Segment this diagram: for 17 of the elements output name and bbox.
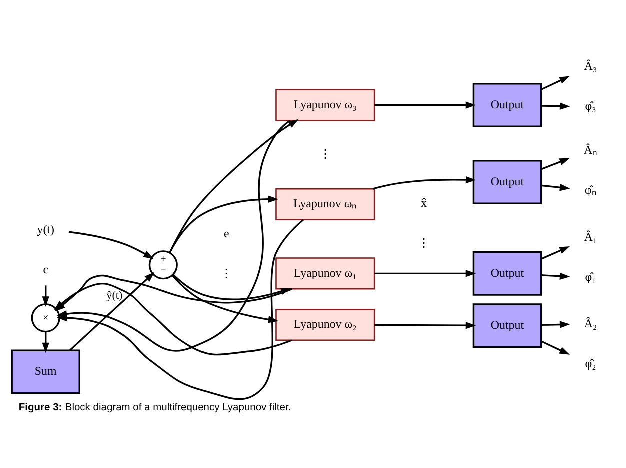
node-text: c	[43, 262, 49, 276]
node-text: Â₂	[584, 316, 598, 330]
node-text: Â₁	[584, 229, 598, 244]
node-text: Âₙ	[584, 142, 598, 156]
node-text: y(t)	[37, 222, 54, 236]
node-text: φ̂₁	[585, 270, 596, 284]
caption: Figure 3: Block diagram of a multifrequency Lyapunov filter.	[18, 402, 292, 413]
edge-label: ŷ(t)	[106, 289, 123, 302]
label: x̂	[421, 195, 428, 210]
label: ⋮	[418, 235, 430, 250]
label: ⋮	[319, 146, 332, 161]
node-text: φ̂₂	[585, 356, 596, 370]
node-text: Â₃	[584, 58, 598, 72]
label: e	[224, 226, 230, 240]
label: ⋮	[220, 266, 233, 280]
node-text: φ̂ₙ	[584, 182, 597, 196]
node-text: φ̂₃	[585, 98, 596, 113]
